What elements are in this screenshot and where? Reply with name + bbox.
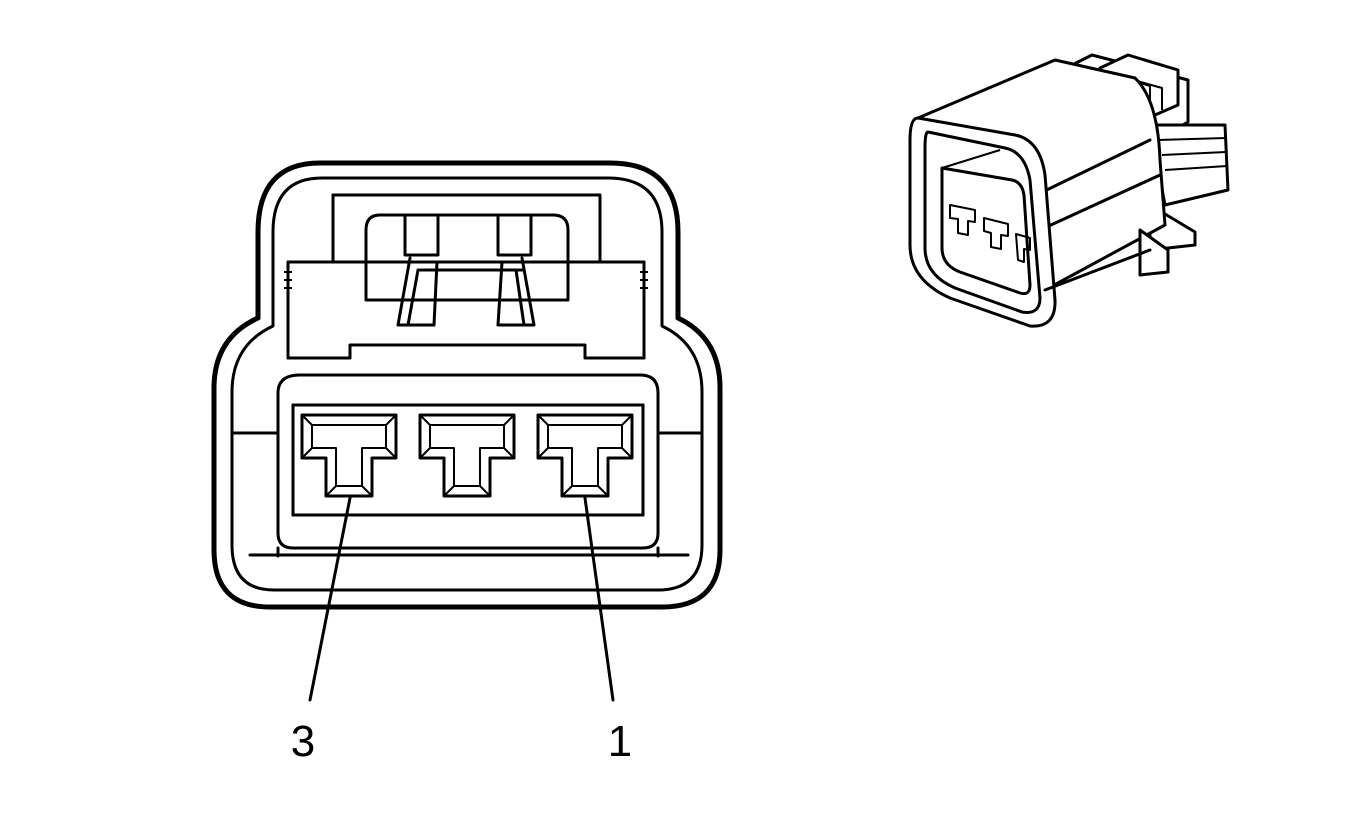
terminal-cavity-3 <box>300 413 398 498</box>
housing-inner-outline <box>230 176 704 592</box>
locking-latch <box>284 193 648 360</box>
terminal-cavity-frame <box>230 373 704 558</box>
terminal-cavity-2 <box>418 413 516 498</box>
pin-label-3: 3 <box>291 717 315 766</box>
connector-isometric-view <box>908 53 1230 328</box>
leader-line-pin-1 <box>583 496 615 702</box>
pin-label-1: 1 <box>608 717 632 766</box>
terminal-cavity-1 <box>536 413 634 498</box>
leader-line-pin-3 <box>308 496 352 702</box>
housing-outer-outline <box>211 160 723 610</box>
connector-face-view: 3 1 <box>211 160 723 766</box>
